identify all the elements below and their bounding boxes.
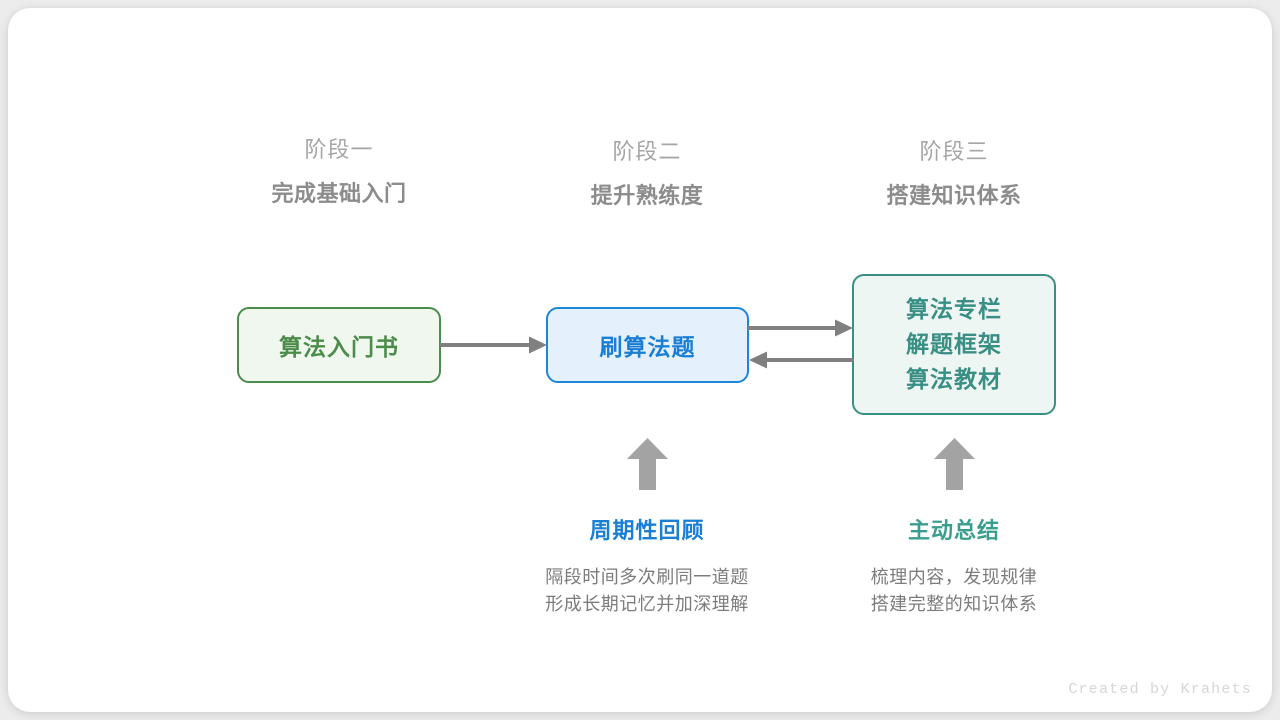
arrow-practice-to-resources <box>748 319 853 337</box>
stage-header-2: 阶段二 提升熟练度 <box>517 141 777 207</box>
annotation-title-review: 周期性回顾 <box>589 518 705 543</box>
stage-header-3: 阶段三 搭建知识体系 <box>824 141 1084 207</box>
node-learning-resources: 算法专栏 解题框架 算法教材 <box>852 274 1056 415</box>
node-label-resources-1: 算法专栏 <box>906 296 1002 323</box>
annotation-desc-summary: 梳理内容，发现规律 搭建完整的知识体系 <box>789 564 1119 619</box>
stage-title-3: 搭建知识体系 <box>886 183 1022 208</box>
stage-title-2: 提升熟练度 <box>590 183 704 208</box>
node-practice-problems: 刷算法题 <box>546 307 749 383</box>
credit-text: Created by Krahets <box>1068 681 1252 698</box>
arrow-book-to-practice <box>440 336 547 354</box>
stage-number-1: 阶段一 <box>304 137 374 162</box>
diagram-card: 阶段一 完成基础入门 阶段二 提升熟练度 阶段三 搭建知识体系 算法入门书 刷算… <box>8 8 1272 712</box>
stage-title-1: 完成基础入门 <box>271 181 407 206</box>
annotation-active-summary: 主动总结 梳理内容，发现规律 搭建完整的知识体系 <box>789 520 1119 619</box>
annotation-desc-review-line-1: 隔段时间多次刷同一道题 <box>545 567 749 587</box>
annotation-title-summary: 主动总结 <box>907 518 1000 543</box>
node-algorithm-intro-book: 算法入门书 <box>237 307 441 383</box>
stage-header-1: 阶段一 完成基础入门 <box>209 139 469 205</box>
node-label-resources-2: 解题框架 <box>906 331 1002 358</box>
annotation-desc-review: 隔段时间多次刷同一道题 形成长期记忆并加深理解 <box>482 564 812 619</box>
node-label-resources-3: 算法教材 <box>906 365 1002 392</box>
arrow-resources-to-practice <box>749 351 854 369</box>
stage-number-2: 阶段二 <box>612 139 682 164</box>
annotation-desc-review-line-2: 形成长期记忆并加深理解 <box>545 594 749 615</box>
node-label-book: 算法入门书 <box>279 334 399 360</box>
node-label-practice: 刷算法题 <box>599 334 696 360</box>
annotation-periodic-review: 周期性回顾 隔段时间多次刷同一道题 形成长期记忆并加深理解 <box>482 520 812 619</box>
annotation-desc-summary-line-2: 搭建完整的知识体系 <box>870 594 1038 615</box>
stage-number-3: 阶段三 <box>919 139 989 164</box>
up-arrow-review-icon <box>627 438 668 490</box>
up-arrow-summary-icon <box>934 438 975 490</box>
annotation-desc-summary-line-1: 梳理内容，发现规律 <box>870 567 1038 587</box>
